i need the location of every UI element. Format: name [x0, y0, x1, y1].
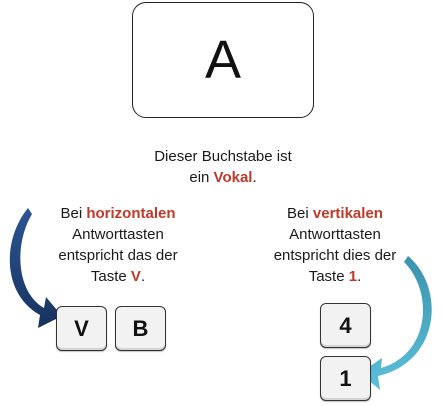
horizontal-key-highlight: V — [130, 268, 141, 285]
vertical-line-4: Taste 1. — [308, 268, 362, 285]
key-v: V — [56, 306, 107, 351]
stimulus-card: A — [132, 2, 314, 118]
horizontal-keys-caption: Bei horizontalen Antworttasten entsprich… — [28, 203, 208, 287]
vertical-key-highlight: 1 — [348, 268, 358, 285]
description-highlight: Vokal — [213, 169, 253, 186]
vertical-keys-caption: Bei vertikalen Antworttasten entspricht … — [250, 203, 420, 287]
horizontal-line-2: Antworttasten — [72, 226, 164, 243]
key-1: 1 — [320, 356, 371, 401]
vertical-line-3: entspricht dies der — [273, 247, 397, 264]
horizontal-highlight: horizontalen — [86, 205, 176, 222]
description-line-2: ein Vokal. — [189, 169, 257, 186]
description-line-1: Dieser Buchstabe ist — [154, 148, 292, 165]
vertical-line-2: Antworttasten — [289, 226, 381, 243]
key-b: B — [115, 306, 166, 351]
horizontal-line-4: Taste V. — [90, 268, 146, 285]
letter-description: Dieser Buchstabe ist ein Vokal. — [120, 146, 326, 188]
horizontal-line-1: Bei horizontalen — [60, 205, 176, 222]
left-curved-arrow-icon — [9, 208, 62, 328]
key-4: 4 — [320, 303, 371, 348]
vertical-line-1: Bei vertikalen — [287, 205, 383, 222]
horizontal-line-3: entspricht das der — [58, 247, 178, 264]
vertical-highlight: vertikalen — [312, 205, 383, 222]
stimulus-letter: A — [204, 30, 242, 90]
